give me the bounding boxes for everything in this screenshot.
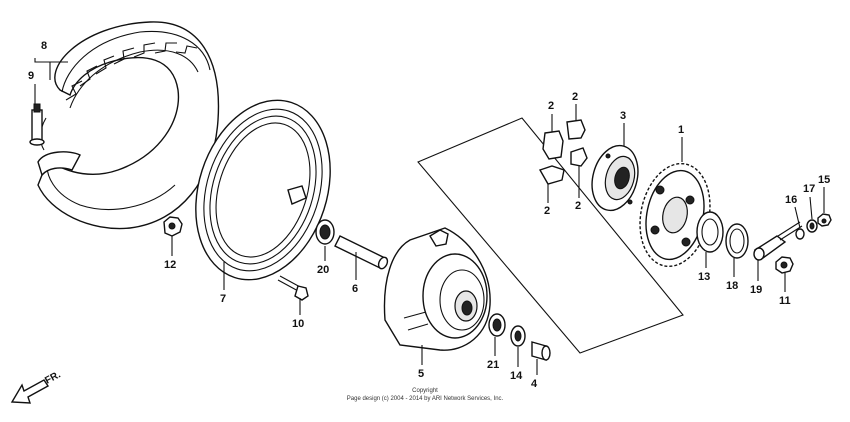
callout-6: 6 [352, 283, 358, 295]
sprocket-flange[interactable] [585, 140, 645, 215]
bolt-10[interactable] [277, 275, 309, 301]
wheel-hub[interactable] [383, 227, 491, 351]
callout-21: 21 [487, 359, 499, 371]
callout-5: 5 [418, 368, 424, 380]
callout-7: 7 [220, 293, 226, 305]
callout-16: 16 [785, 194, 797, 206]
washer-13[interactable] [696, 211, 724, 253]
callout-10: 10 [292, 318, 304, 330]
seal-14[interactable] [510, 325, 526, 347]
callout-20: 20 [317, 264, 329, 276]
callout-13: 13 [698, 271, 710, 283]
callout-2c: 2 [544, 205, 550, 217]
callout-1: 1 [678, 124, 684, 136]
nut-12[interactable] [163, 216, 183, 237]
leader-17 [809, 196, 813, 220]
copyright-line1: Copyright [412, 388, 438, 394]
leader-8 [34, 58, 68, 80]
bearing-21[interactable] [488, 313, 506, 337]
callout-18: 18 [726, 280, 738, 292]
washer-16[interactable] [795, 228, 805, 240]
circlip-18[interactable] [725, 223, 749, 259]
callout-19: 19 [750, 284, 762, 296]
callout-2b: 2 [572, 91, 578, 103]
callout-2a: 2 [548, 100, 554, 112]
washer-17[interactable] [806, 219, 818, 233]
callout-3: 3 [620, 110, 626, 122]
copyright-line2: Page design (c) 2004 - 2014 by ARI Netwo… [347, 396, 504, 402]
callout-9: 9 [28, 70, 34, 82]
bearing-20[interactable] [315, 219, 335, 245]
assembly-group-outline [417, 117, 684, 354]
callout-12: 12 [164, 259, 176, 271]
callout-14: 14 [510, 370, 523, 382]
callout-8: 8 [41, 40, 47, 52]
collar-4[interactable] [531, 341, 551, 361]
callout-15: 15 [818, 174, 830, 186]
direction-label: FR. [43, 369, 63, 386]
rim[interactable] [174, 83, 353, 298]
damper-rubbers[interactable] [538, 119, 588, 185]
spacer-6[interactable] [334, 235, 389, 270]
front-direction-arrow: FR. [10, 369, 63, 404]
adjuster-19[interactable] [753, 221, 803, 261]
callout-17: 17 [803, 183, 815, 195]
callout-2d: 2 [575, 200, 581, 212]
valve-stem[interactable] [29, 103, 45, 146]
callout-11: 11 [779, 295, 791, 307]
nut-15[interactable] [817, 213, 832, 227]
sprocket[interactable] [631, 157, 719, 273]
leader-16 [794, 206, 801, 229]
nut-11[interactable] [775, 256, 794, 274]
tire[interactable] [37, 21, 220, 230]
callout-4: 4 [531, 378, 538, 390]
